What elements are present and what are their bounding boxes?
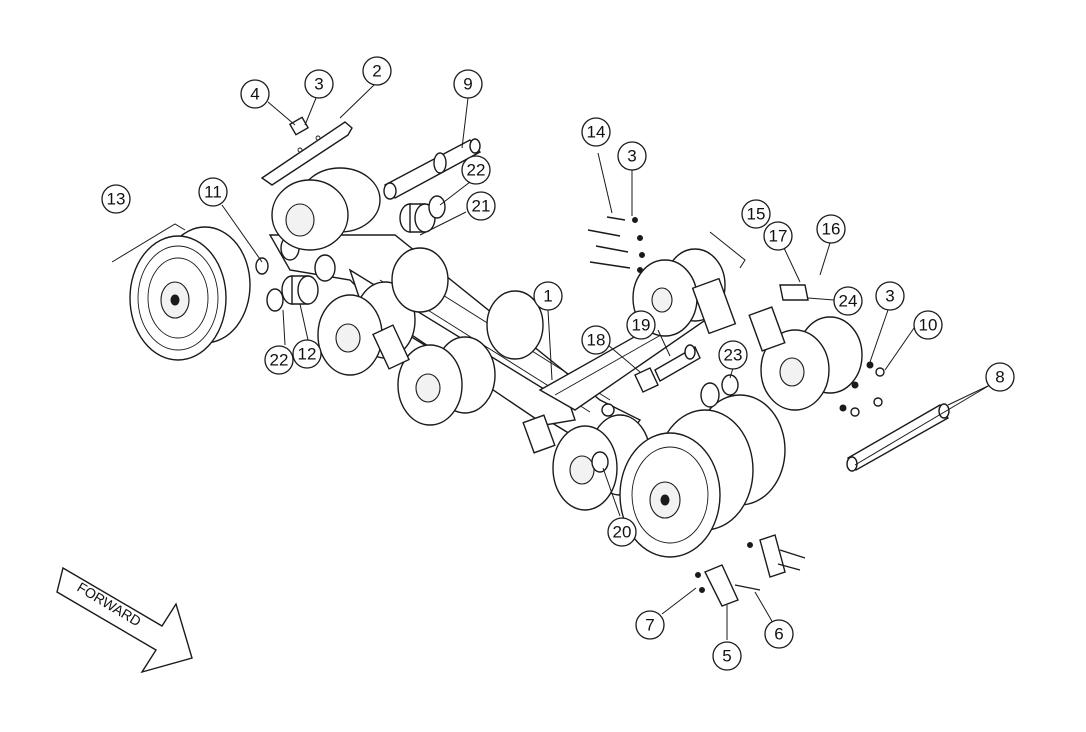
callout-4-label: 4: [250, 85, 259, 104]
callout-3a-label: 3: [314, 75, 323, 94]
bushing-12-ring-11-22: [255, 235, 336, 312]
callout-22b-label: 22: [270, 351, 289, 370]
callout-20: 20: [607, 517, 637, 547]
callout-8-label: 8: [995, 368, 1004, 387]
callout-20-label: 20: [613, 523, 632, 542]
callout-22a-label: 22: [467, 161, 486, 180]
bushing-21: [399, 195, 446, 233]
callout-4: 4: [240, 79, 270, 109]
callout-12: 12: [292, 339, 322, 369]
callout-5: 5: [712, 641, 742, 671]
callout-3a: 3: [304, 69, 334, 99]
pins-18-19-20-23: [634, 344, 739, 408]
callout-16: 16: [816, 214, 846, 244]
callout-6-label: 6: [774, 625, 783, 644]
callout-14-label: 14: [587, 123, 606, 142]
callout-15-label: 15: [747, 205, 766, 224]
forward-arrow: FORWARD: [56, 566, 193, 674]
front-bogie-wheels: [522, 394, 786, 558]
callout-22b: 22: [264, 345, 294, 375]
callout-17: 17: [763, 221, 793, 251]
callout-17-label: 17: [769, 227, 788, 246]
callout-18: 18: [581, 325, 611, 355]
callout-16-label: 16: [822, 220, 841, 239]
bolts-14: [587, 216, 645, 273]
left-bogie-wheels: [317, 247, 544, 426]
callout-9: 9: [453, 69, 483, 99]
callout-8: 8: [985, 362, 1015, 392]
callout-7: 7: [635, 610, 665, 640]
callout-18-label: 18: [587, 331, 606, 350]
callout-13: 13: [101, 184, 131, 214]
callout-3b: 3: [617, 141, 647, 171]
bogie-15-bracket: [709, 231, 746, 269]
top-plate: [260, 116, 353, 186]
callout-5-label: 5: [722, 647, 731, 666]
callout-6: 6: [764, 619, 794, 649]
callout-21-label: 21: [472, 197, 491, 216]
callout-10: 10: [913, 310, 943, 340]
shaft-9: [383, 138, 482, 200]
callout-2-label: 2: [372, 62, 381, 81]
nuts-10: [839, 361, 885, 417]
callout-19: 19: [626, 310, 656, 340]
callout-23-label: 23: [724, 346, 743, 365]
callout-3b-label: 3: [627, 147, 636, 166]
callout-11-label: 11: [204, 183, 222, 202]
callout-23: 23: [718, 340, 748, 370]
callout-11: 11: [198, 177, 228, 207]
wheel-13-bracket: [111, 223, 186, 263]
callout-3c-label: 3: [885, 287, 894, 306]
callout-24: 24: [833, 286, 863, 316]
wheel-13: [129, 226, 251, 361]
callout-2: 2: [362, 56, 392, 86]
callout-19-label: 19: [632, 316, 651, 335]
bogie-15: [632, 248, 863, 411]
callout-10-label: 10: [919, 316, 938, 335]
callout-12-label: 12: [298, 345, 317, 364]
callout-13-label: 13: [107, 190, 126, 209]
callout-15: 15: [741, 199, 771, 229]
callout-3c: 3: [875, 281, 905, 311]
callout-9-label: 9: [463, 75, 472, 94]
leader-lines: [221, 84, 991, 640]
callout-22a: 22: [461, 155, 491, 185]
callout-14: 14: [581, 117, 611, 147]
callout-7-label: 7: [645, 616, 654, 635]
callout-1: 1: [533, 281, 563, 311]
callout-1-label: 1: [543, 287, 552, 306]
callout-21: 21: [466, 191, 496, 221]
brackets-5: [695, 534, 806, 607]
callout-24-label: 24: [839, 292, 858, 311]
rear-top-wheel: [271, 167, 381, 251]
shaft-8: [846, 403, 950, 472]
